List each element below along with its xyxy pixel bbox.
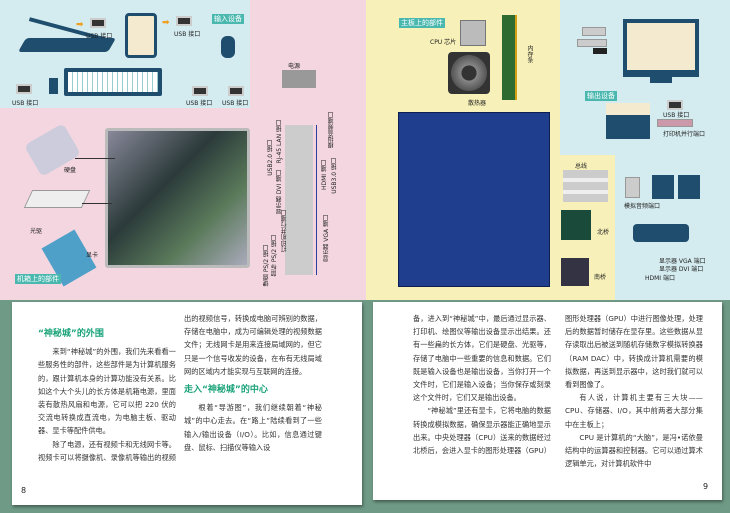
cpu-image: [460, 20, 486, 46]
usb-port-icon: [90, 18, 106, 28]
out-audio-label: 模拟音频端口: [624, 203, 661, 210]
section-heading: “神秘城”的外围: [38, 329, 104, 339]
motherboard-image: [398, 112, 550, 287]
usb-port-icon: [667, 100, 683, 110]
usb-label: USB 接口: [222, 100, 249, 107]
paragraph: “神秘城”里还有显卡，它将电脑的数据转换成模拟数据，确保显示器能正确地显示出来。…: [413, 406, 551, 456]
usb-label: USB 接口: [12, 100, 39, 107]
port-dvi-label: 显示器 DVI 端口: [276, 170, 283, 215]
case-panel-top: [250, 0, 366, 108]
monitor-image: [623, 19, 699, 77]
paragraph: 有人说，计算机主要有三大块——CPU、存储器、I/O，其中前两者大部分集中在主板…: [565, 393, 703, 429]
graphics-card-label: 显卡: [86, 252, 99, 259]
ram-label: 内存条: [526, 45, 533, 63]
mouse-image: [221, 36, 235, 58]
hdd-label: 硬盘: [64, 167, 77, 174]
port-usb3-label: USB3.0 接口: [331, 158, 338, 194]
tablet-image: [125, 13, 157, 58]
page-number: 8: [21, 486, 27, 495]
southbridge-label: 南桥: [594, 274, 607, 281]
northbridge-image: [561, 210, 591, 240]
pc-case-image: [105, 128, 250, 268]
out-parallel-label: 打印机并行端口: [663, 131, 706, 138]
parallel-port-icon: [657, 119, 693, 127]
port-audio-label: 模拟音频端口: [328, 112, 335, 148]
usb-label: USB 接口: [86, 33, 113, 40]
port-mouse-label: 鼠标 PS/2 接口: [271, 235, 278, 277]
output-devices-tag: 输出设备: [585, 91, 617, 101]
paragraph-continued: 出的视频信号，转换成电脑可辨别的数据，存储在电脑中，成为可编辑处理的视频数据文件…: [184, 314, 322, 376]
psu-label: 电源: [288, 63, 301, 70]
port-parallel-label: 打印机并行端口: [281, 210, 288, 252]
speakers-image: [652, 175, 700, 199]
usb-port-icon: [192, 86, 208, 96]
dvi-port-icon: [577, 39, 607, 47]
port-usb2-label: USB2.0 接口: [267, 140, 274, 176]
right-page: 备，进入到“神秘城”中，最后通过显示器、打印机、绘图仪等输出设备显示出结果。还有…: [373, 302, 722, 500]
bus-image: [563, 170, 608, 202]
left-page: “神秘城”的外围 来到“神秘城”的外围，我们先来看看一些服务性的部件，这些部件是…: [12, 302, 362, 505]
arrow-icon: ➡: [76, 20, 84, 30]
connector-line: [82, 203, 112, 204]
cooler-label: 散热器: [468, 100, 487, 107]
paragraph-continued: 图形处理器（GPU）中进行图像处理，处理后的数据暂时储存在显存里。这些数据从显存…: [565, 314, 703, 390]
port-vga-label: 显示器 VGA 端口: [323, 215, 330, 262]
right-column-1: 备，进入到“神秘城”中，最后通过显示器、打印机、绘图仪等输出设备显示出结果。还有…: [413, 312, 551, 456]
out-dvi-label: 显示器 DVI 端口: [659, 266, 704, 273]
usb-port-icon: [16, 84, 32, 94]
northbridge-label: 北桥: [597, 229, 610, 236]
out-hdmi-label: HDMI 端口: [645, 275, 675, 282]
ram-image: [502, 15, 517, 100]
port-hdmi-label: HDMI 端口: [321, 160, 328, 190]
optical-drive-label: 光驱: [30, 228, 43, 235]
webcam-image: [49, 78, 58, 94]
arrow-icon: ➡: [162, 18, 170, 28]
hdmi-port-icon: [593, 48, 607, 54]
paragraph: 来到“神秘城”的外围，我们先来看看一些服务性的部件，这些部件是为计算机服务的，跟…: [38, 347, 176, 436]
left-column-2: 出的视频信号，转换成电脑可辨别的数据，存储在电脑中，成为可编辑处理的视频数据文件…: [184, 312, 322, 454]
port-lan-label: RJ-45 LAN 接口: [276, 120, 283, 164]
cooler-image: [448, 52, 490, 94]
usb-port-icon: [228, 86, 244, 96]
left-column-1: “神秘城”的外围 来到“神秘城”的外围，我们先来看看一些服务性的部件，这些部件是…: [38, 322, 176, 464]
connector-line: [75, 158, 115, 159]
optical-drive-image: [23, 190, 91, 208]
paragraph: CPU 是计算机的“大脑”，是冯•诺依曼结构中的运算器和控制器。它可以通过算术逻…: [565, 432, 703, 469]
paragraph: 备，进入到“神秘城”中，最后通过显示器、打印机、绘图仪等输出设备显示出结果。还有…: [413, 314, 551, 403]
section-heading: 走入“神秘城”的中心: [184, 385, 268, 396]
out-usb-label: USB 接口: [663, 112, 690, 119]
vga-port-icon: [582, 27, 606, 36]
projector-image: [633, 224, 689, 242]
right-column-2: 图形处理器（GPU）中进行图像处理，处理后的数据暂时储存在显存里。这些数据从显存…: [565, 312, 703, 470]
io-divider: [316, 125, 317, 275]
audio-port-icon: [625, 177, 640, 198]
paragraph: 除了电源，还有视频卡和无线网卡等。视频卡可以将摄像机、录像机等输出的视频信号，转…: [38, 439, 176, 462]
bus-label: 总线: [575, 163, 588, 170]
motherboard-tag: 主板上的部件: [399, 18, 445, 28]
printer-image: [606, 103, 650, 139]
psu-image: [282, 70, 316, 88]
cpu-label: CPU 芯片: [430, 39, 457, 46]
keyboard-image: [64, 68, 162, 96]
rear-io-panel: [285, 125, 313, 275]
southbridge-image: [561, 258, 589, 286]
usb-port-icon: [176, 16, 192, 26]
case-parts-tag: 机箱上的部件: [15, 274, 61, 284]
out-vga-label: 显示器 VGA 端口: [659, 258, 706, 265]
usb-label: USB 接口: [186, 100, 213, 107]
input-devices-tag: 输入设备: [212, 14, 244, 24]
monitor-stand: [650, 77, 672, 83]
usb-label: USB 接口: [174, 31, 201, 38]
paragraph: 根着“导游图”，我们继续朝着“神秘城”的中心走去。在“路上”陆续看到了一些输入/…: [184, 403, 322, 452]
page-number: 9: [703, 482, 709, 491]
